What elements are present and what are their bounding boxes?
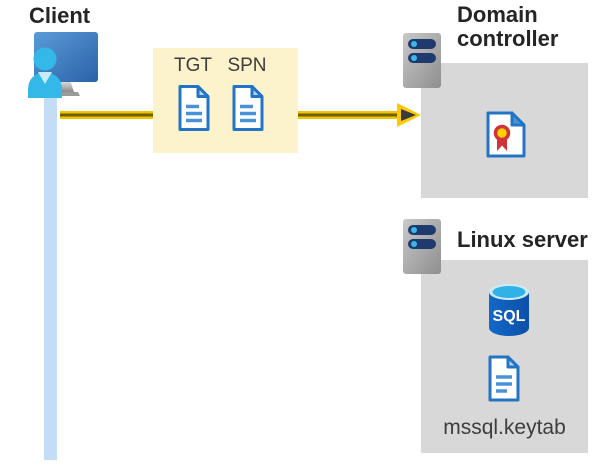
- spn-document-icon: [232, 84, 264, 132]
- spn-label: SPN: [227, 55, 267, 76]
- server-icon: [403, 219, 441, 274]
- client-timeline-bar: [44, 92, 57, 460]
- auth-arrow-head-icon: [396, 102, 422, 128]
- tgt-label: TGT: [174, 55, 212, 76]
- ticket-highlight-box: TGT SPN: [153, 48, 298, 153]
- certificate-icon: [486, 111, 526, 158]
- server-icon: [403, 33, 441, 88]
- tgt-document-icon: [178, 84, 210, 132]
- keytab-filename-label: mssql.keytab: [443, 416, 566, 439]
- user-at-computer-icon: [28, 30, 100, 98]
- client-label: Client: [29, 3, 91, 28]
- keytab-document-icon: [488, 355, 520, 402]
- sql-database-icon: SQL: [487, 283, 531, 337]
- sql-icon-label: SQL: [493, 308, 526, 325]
- domain-controller-label: Domain controller: [457, 2, 559, 51]
- linux-server-label: Linux server: [457, 227, 588, 252]
